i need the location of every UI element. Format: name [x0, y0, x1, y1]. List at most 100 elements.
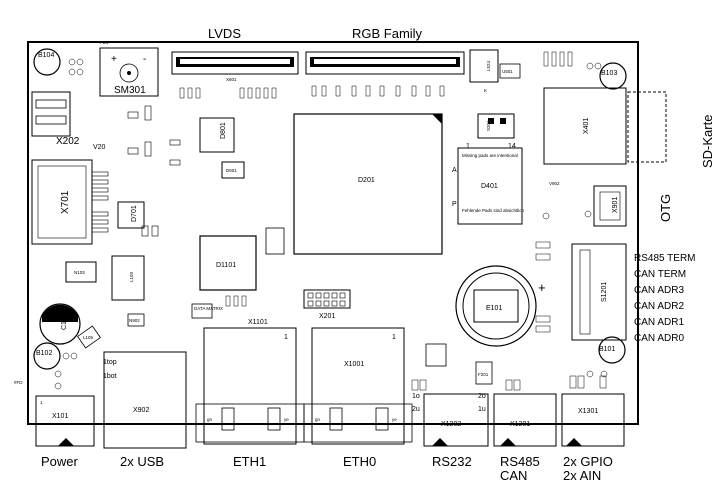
- connector-x902: X902: [103, 351, 187, 449]
- k-label: K: [484, 88, 487, 93]
- d801-label: D801: [220, 122, 227, 139]
- sd-karte-label: SD-Karte: [700, 115, 715, 168]
- otg-label: OTG: [658, 194, 673, 222]
- side-label-4: CAN ADR1: [634, 317, 684, 328]
- mounting-hole-b103: B103: [599, 62, 627, 90]
- x1202-2u: 2u: [412, 406, 420, 413]
- inductor-l524: L524: [469, 49, 499, 83]
- sm301-minus: -: [143, 54, 146, 65]
- battery-e101: E101 +: [455, 265, 546, 347]
- connector-x1202: X1202 1o 2u 2o 1u: [412, 393, 489, 447]
- eth1-label: ETH1: [233, 454, 266, 469]
- bottom-connector-labels: Power 2x USB ETH1 ETH0 RS232 RS485 CAN 2…: [41, 454, 613, 483]
- b104-label: B104: [38, 52, 54, 59]
- chip-d701: D701: [117, 201, 145, 229]
- mounting-hole-b101: B101: [598, 336, 626, 364]
- mounting-hole-b104: B104: [33, 48, 61, 76]
- sm301-plus: +: [111, 54, 117, 65]
- connector-x202: X202: [31, 91, 80, 147]
- buzzer-sm301: + - SM301 FD1: [99, 40, 159, 97]
- d1101-label: D1101: [216, 262, 236, 269]
- d401-pin14: 14: [508, 143, 516, 150]
- eth0-label: ETH0: [343, 454, 376, 469]
- switch-s201: S201: [477, 113, 515, 139]
- x1101-pin1: 1: [284, 334, 288, 341]
- x902-label: X902: [133, 407, 149, 414]
- small-parts-left: [91, 105, 181, 237]
- d601-label: D601: [226, 168, 237, 173]
- x401-label: X401: [583, 118, 590, 134]
- x1101-label: X1101: [248, 319, 268, 326]
- x1001-gn: gn: [315, 417, 321, 422]
- chip-u501: U501 K: [484, 63, 521, 93]
- side-label-2: CAN ADR3: [634, 285, 684, 296]
- x701-label: X701: [60, 190, 71, 214]
- chip-d801: D801: [199, 117, 235, 153]
- dip-switch-s1201: S1201: [571, 243, 627, 341]
- fd1-label: FD1: [100, 40, 109, 45]
- misc-small-parts: [54, 51, 608, 391]
- chip-d401: 1 14 Missing pads are intentional D401 F…: [452, 143, 525, 225]
- top-marker: 1top: [103, 359, 117, 366]
- d401-p-label: P: [452, 201, 457, 208]
- side-label-5: CAN ADR0: [634, 333, 684, 344]
- rs232-label: RS232: [432, 454, 472, 469]
- connector-x701: X701: [31, 159, 93, 245]
- cpu-d201: D201: [293, 113, 443, 255]
- bot-marker: 1bot: [103, 373, 117, 380]
- d401-label: D401: [481, 183, 498, 190]
- n902-label: N902: [129, 318, 140, 323]
- missing-pads-en: Missing pads are intentional: [462, 153, 518, 158]
- power-label: Power: [41, 454, 79, 469]
- regulator-n103: N103: [65, 261, 97, 283]
- x1202-1o: 1o: [412, 393, 420, 400]
- dip-switch-legend: RS485 TERM CAN TERM CAN ADR3 CAN ADR2 CA…: [634, 253, 696, 344]
- f201-label: F201: [478, 372, 489, 377]
- fuse-f201: F201: [475, 361, 493, 385]
- missing-pads-de: Fehlende Pads sind absichtlich: [462, 208, 525, 213]
- x1001-label: X1001: [344, 361, 364, 368]
- small-chip-right-d1101: [265, 227, 285, 255]
- data-matrix-label: DATA MATRIX: [194, 306, 223, 311]
- header-x201: X201: [303, 289, 351, 320]
- v20-label: V20: [93, 144, 106, 151]
- fd-label: #FD: [14, 380, 23, 385]
- connector-rgb: [305, 51, 465, 75]
- d401-a-label: A: [452, 167, 457, 174]
- x101-pin1: 1: [40, 400, 43, 405]
- connector-x1001: X1001 1 gn ye: [303, 327, 413, 445]
- s201-label: S201: [486, 120, 491, 131]
- d701-label: D701: [131, 205, 138, 222]
- s1201-label: S1201: [601, 282, 608, 302]
- chip-d1101: D1101: [199, 235, 257, 291]
- usb-label: 2x USB: [120, 454, 164, 469]
- inductor-l103: L103: [111, 255, 145, 301]
- mounting-hole-b102: B102: [33, 342, 61, 370]
- b103-label: B103: [601, 70, 617, 77]
- x1001-pin1: 1: [392, 334, 396, 341]
- d201-label: D201: [358, 177, 375, 184]
- board-outline: [27, 41, 639, 425]
- chip-d601: D601: [221, 161, 245, 179]
- x1202-1u: 1u: [478, 406, 486, 413]
- connector-x901: X901 OTG: [593, 185, 673, 227]
- v902-label: V902: [549, 181, 560, 186]
- b101-label: B101: [599, 346, 615, 353]
- x1202-2o: 2o: [478, 393, 486, 400]
- can-label: CAN: [500, 468, 527, 483]
- side-label-1: CAN TERM: [634, 269, 686, 280]
- connector-x401: X401 SD-Karte: [543, 87, 715, 168]
- lvds-label: LVDS: [208, 26, 241, 41]
- chip-n902: N902: [127, 313, 145, 327]
- connector-x1301: X1301: [561, 393, 625, 447]
- x901-label: X901: [612, 197, 619, 213]
- b102-label: B102: [36, 350, 52, 357]
- u501-label: U501: [502, 69, 513, 74]
- x1301-label: X1301: [578, 408, 598, 415]
- data-matrix: DATA MATRIX: [191, 303, 223, 319]
- c130-label: C130: [61, 313, 68, 330]
- rgb-family-label: RGB Family: [352, 26, 423, 41]
- side-label-0: RS485 TERM: [634, 253, 696, 264]
